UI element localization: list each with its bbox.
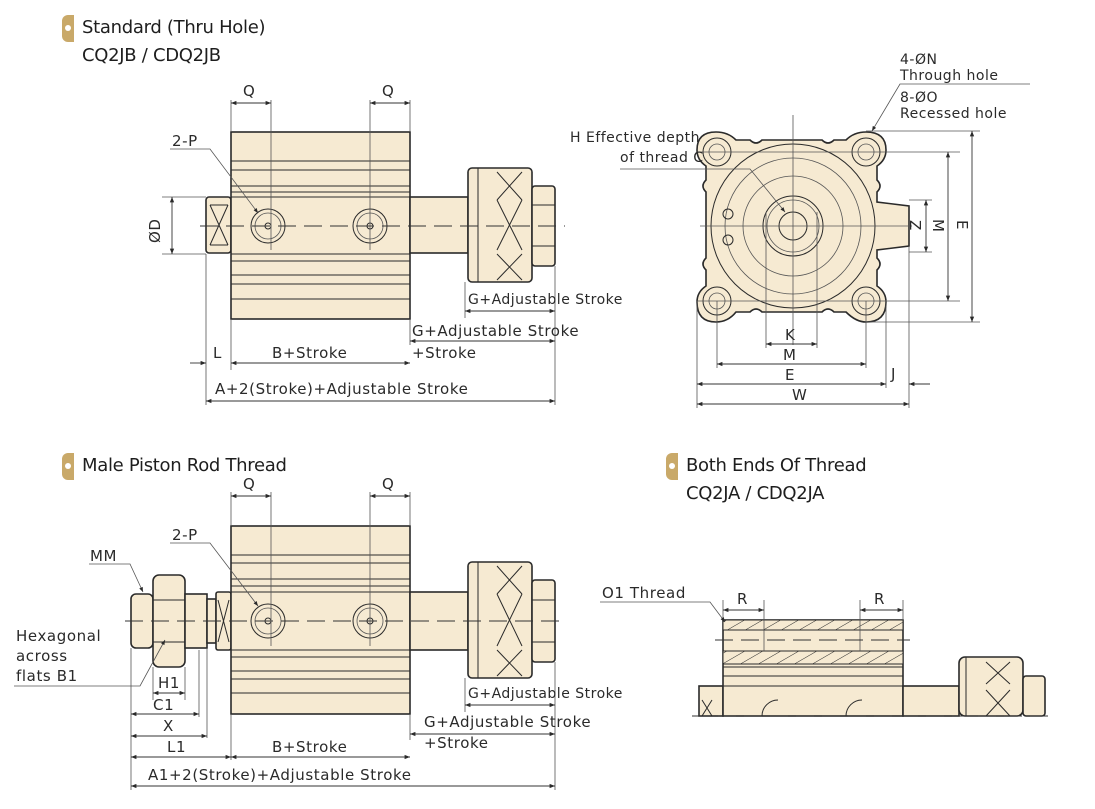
dim-m-horizontal: M (783, 346, 797, 364)
male-rod-view: Q Q 2-P MM Hexagonal across flats B1 H1 … (14, 475, 623, 790)
dim-l: L (213, 344, 222, 362)
dim-total-length: A1+2(Stroke)+Adjustable Stroke (148, 766, 412, 784)
label-port: 2-P (172, 132, 198, 150)
dim-r-right: R (874, 590, 885, 608)
dim-b-stroke: B+Stroke (272, 344, 347, 362)
dim-w: W (792, 386, 807, 404)
dim-h1: H1 (158, 674, 180, 692)
dim-g-adjustable: G+Adjustable Stroke (468, 292, 623, 308)
label-through-hole-2: Through hole (899, 68, 998, 84)
dim-q-right: Q (382, 475, 394, 493)
dim-g-adjustable: G+Adjustable Stroke (468, 686, 623, 702)
label-recess-hole-1: 8-ØO (900, 90, 938, 106)
dim-g-adjustable-stroke: G+Adjustable Stroke (412, 322, 579, 340)
label-recess-hole-2: Recessed hole (900, 106, 1007, 122)
standard-side-view: Q Q 2-P ØD G+Adjustable Stroke G+Adjusta… (146, 82, 623, 405)
cylinder-body (230, 131, 411, 320)
dim-q-left: Q (243, 82, 255, 100)
dim-c1: C1 (153, 696, 174, 714)
label-hex-3: flats B1 (16, 667, 78, 685)
label-hex-2: across (16, 647, 68, 665)
label-hex-1: Hexagonal (16, 627, 101, 645)
section-title: Standard (Thru Hole) (82, 17, 266, 38)
dim-total-length: A+2(Stroke)+Adjustable Stroke (215, 380, 468, 398)
dim-q-left: Q (243, 475, 255, 493)
end-view: H Effective depth of thread C 4-ØN Throu… (570, 52, 1030, 408)
dim-e-vertical: E (953, 220, 971, 230)
dim-rod-diameter: ØD (146, 218, 164, 243)
piston-rod (409, 196, 469, 254)
dim-e-horizontal: E (785, 366, 795, 384)
label-thread-depth-1: H Effective depth (570, 130, 700, 146)
dim-z: Z (906, 220, 924, 231)
dim-g-adjustable-stroke-2: +Stroke (424, 734, 489, 752)
section-title: Male Piston Rod Thread (82, 455, 287, 476)
dim-g-adjustable-stroke: G+Adjustable Stroke (424, 713, 591, 731)
section-title: Both Ends Of Thread (686, 455, 867, 476)
thread-hatch-bottom (722, 650, 904, 665)
both-ends-view: R R O1 Thread (600, 584, 1050, 717)
cylinder-body (230, 525, 411, 715)
dim-b-stroke: B+Stroke (272, 738, 347, 756)
dim-x: X (163, 717, 174, 735)
section-standard-header: Standard (Thru Hole) CQ2JB / CDQ2JB (62, 14, 266, 70)
dim-k: K (785, 326, 796, 344)
label-port: 2-P (172, 526, 198, 544)
section-subtitle: CQ2JB / CDQ2JB (82, 45, 221, 66)
section-badge-icon (62, 15, 74, 42)
section-male-header: Male Piston Rod Thread (62, 452, 287, 480)
section-subtitle: CQ2JA / CDQ2JA (686, 483, 825, 504)
label-mm: MM (90, 547, 117, 565)
section-badge-icon (666, 453, 678, 480)
dim-r-left: R (737, 590, 748, 608)
dim-q-right: Q (382, 82, 394, 100)
section-both-header: Both Ends Of Thread CQ2JA / CDQ2JA (666, 452, 867, 508)
cylinder-body (722, 619, 904, 717)
rod-end-head (958, 656, 1024, 717)
dim-m-vertical: M (929, 219, 947, 233)
label-through-hole-1: 4-ØN (900, 52, 937, 68)
dim-j: J (890, 365, 896, 383)
label-thread: O1 Thread (602, 584, 686, 602)
thread-hatch-top (722, 619, 904, 631)
section-badge-icon (62, 453, 74, 480)
label-thread-depth-2: of thread C (620, 150, 704, 166)
dim-l1: L1 (167, 738, 186, 756)
dim-g-adjustable-stroke-2: +Stroke (412, 344, 477, 362)
